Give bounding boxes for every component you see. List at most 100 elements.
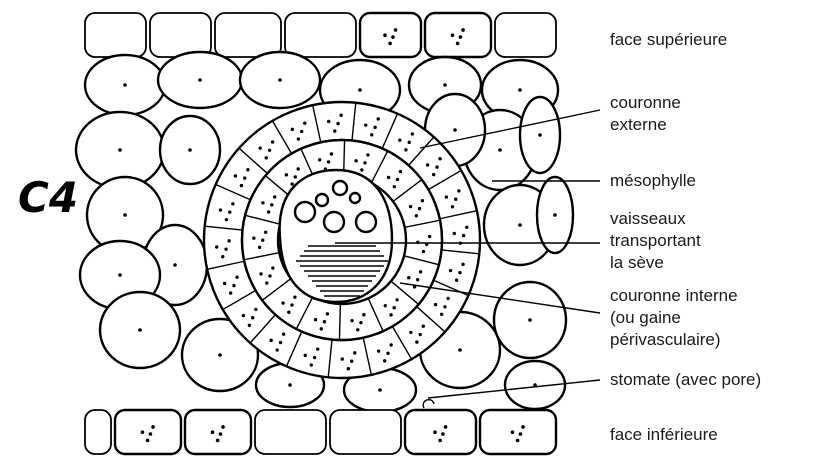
cell-dot bbox=[409, 205, 412, 208]
cell-dot bbox=[219, 432, 223, 436]
cell-dot bbox=[516, 439, 520, 443]
cell-dot bbox=[461, 263, 464, 266]
cell-dot bbox=[360, 168, 363, 171]
cell-dot bbox=[518, 223, 522, 227]
cell-dot bbox=[422, 324, 425, 327]
cell-dot bbox=[221, 255, 224, 258]
cell-dot bbox=[333, 129, 336, 132]
cell-dot bbox=[432, 173, 435, 176]
cell-dot bbox=[362, 313, 365, 316]
cell-dot bbox=[553, 213, 557, 217]
label-couronne-externe-2: externe bbox=[610, 115, 667, 134]
cell-dot bbox=[416, 278, 419, 281]
cell-dot bbox=[441, 432, 445, 436]
cell-dot bbox=[453, 128, 457, 132]
cell-dot bbox=[320, 327, 323, 330]
cell-dot bbox=[383, 359, 386, 362]
cell-dot bbox=[518, 88, 522, 92]
cell-dot bbox=[326, 312, 329, 315]
cell-dot bbox=[228, 210, 231, 213]
xylem-vessel bbox=[295, 202, 315, 222]
cell-dot bbox=[394, 28, 398, 32]
cell-dot bbox=[287, 310, 290, 313]
cell-dot bbox=[408, 141, 411, 144]
cell-dot bbox=[498, 148, 502, 152]
cell-dot bbox=[118, 273, 122, 277]
cell-dot bbox=[225, 218, 228, 221]
cell-dot bbox=[252, 236, 255, 239]
inner-crown-wall bbox=[339, 304, 340, 340]
cell-dot bbox=[251, 316, 254, 319]
cell-dot bbox=[378, 388, 382, 392]
cell-dot bbox=[242, 314, 245, 317]
cell-dot bbox=[304, 354, 307, 357]
cell-dot bbox=[258, 246, 261, 249]
cell-dot bbox=[459, 35, 463, 39]
xylem-vessel bbox=[324, 212, 344, 232]
cell-dot bbox=[377, 117, 380, 120]
xylem-vessel bbox=[350, 193, 360, 203]
cell-dot bbox=[388, 42, 392, 46]
cell-dot bbox=[282, 332, 285, 335]
cell-dot bbox=[409, 331, 412, 334]
cell-dot bbox=[364, 123, 367, 126]
lower-guard-cell bbox=[405, 410, 476, 454]
cell-dot bbox=[347, 367, 350, 370]
label-couronne-externe-1: couronne bbox=[610, 93, 681, 112]
label-vaisseaux-3: la sève bbox=[610, 253, 664, 272]
cell-dot bbox=[451, 33, 455, 37]
cell-dot bbox=[234, 174, 237, 177]
c4-tag: C4 bbox=[18, 173, 78, 222]
cell-dot bbox=[268, 149, 271, 152]
cell-dot bbox=[123, 83, 127, 87]
label-mesophylle: mésophylle bbox=[610, 171, 696, 190]
cell-dot bbox=[511, 430, 515, 434]
cell-dot bbox=[373, 126, 376, 129]
cell-dot bbox=[327, 160, 330, 163]
label-face-superieure: face supérieure bbox=[610, 30, 727, 49]
cell-dot bbox=[521, 425, 525, 429]
cell-dot bbox=[267, 210, 270, 213]
cell-dot bbox=[290, 303, 293, 306]
cell-dot bbox=[418, 207, 421, 210]
cell-dot bbox=[270, 203, 273, 206]
cell-dot bbox=[336, 122, 339, 125]
labels: face supérieure couronne externe mésophy… bbox=[610, 30, 761, 444]
label-couronne-interne-3: périvasculaire) bbox=[610, 330, 721, 349]
cell-dot bbox=[370, 133, 373, 136]
cell-dot bbox=[399, 170, 402, 173]
cell-dot bbox=[316, 347, 319, 350]
cell-dot bbox=[269, 339, 272, 342]
cell-dot bbox=[278, 78, 282, 82]
cell-dot bbox=[235, 276, 238, 279]
cell-dot bbox=[443, 83, 447, 87]
label-vaisseaux-2: transportant bbox=[610, 231, 701, 250]
cell-dot bbox=[290, 182, 293, 185]
cell-dot bbox=[438, 439, 442, 443]
cell-dot bbox=[146, 439, 150, 443]
cell-dot bbox=[271, 266, 274, 269]
cell-dot bbox=[519, 432, 523, 436]
cell-dot bbox=[291, 128, 294, 131]
cell-dot bbox=[310, 363, 313, 366]
label-couronne-interne-1: couronne interne bbox=[610, 286, 738, 305]
cell-dot bbox=[227, 239, 230, 242]
cell-dot bbox=[254, 308, 257, 311]
label-face-inferieure: face inférieure bbox=[610, 425, 718, 444]
cell-dot bbox=[314, 318, 317, 321]
cell-dot bbox=[393, 185, 396, 188]
cell-dot bbox=[268, 274, 271, 277]
cell-dot bbox=[435, 165, 438, 168]
cell-dot bbox=[422, 250, 425, 253]
lower-epidermis-cell bbox=[330, 410, 401, 454]
cell-dot bbox=[353, 351, 356, 354]
cell-dot bbox=[455, 278, 458, 281]
cell-dot bbox=[300, 130, 303, 133]
upper-epidermis-cell bbox=[285, 13, 356, 57]
cell-dot bbox=[444, 425, 448, 429]
cell-dot bbox=[443, 305, 446, 308]
cell-dot bbox=[123, 213, 127, 217]
vascular-bundle bbox=[280, 170, 392, 302]
upper-guard-cell bbox=[425, 13, 491, 57]
cell-dot bbox=[461, 28, 465, 32]
